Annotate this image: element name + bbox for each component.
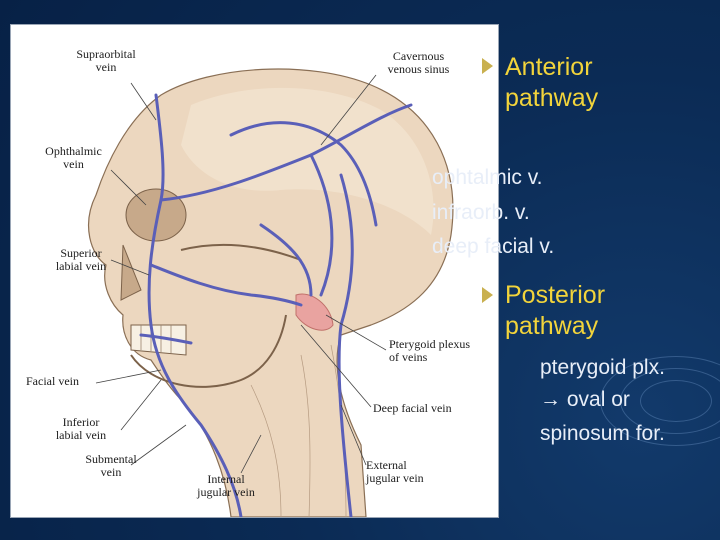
label-submental-vein: Submental vein xyxy=(85,452,137,479)
label-superior-labial-vein: Superior labial vein xyxy=(55,246,107,273)
label-inferior-labial-vein: Inferior labial vein xyxy=(55,415,107,442)
skull-vein-illustration: Supraorbital vein Cavernous venous sinus… xyxy=(10,24,499,518)
skull-drawing xyxy=(88,68,454,517)
label-ophthalmic-vein: Ophthalmic vein xyxy=(45,144,102,171)
label-facial-vein: Facial vein xyxy=(26,374,79,388)
label-pterygoid-plexus: Pterygoid plexus of veins xyxy=(389,337,470,364)
label-external-jugular-vein: External jugular vein xyxy=(366,458,424,485)
label-cavernous-sinus: Cavernous venous sinus xyxy=(387,49,450,76)
label-internal-jugular-vein: Internal jugular vein xyxy=(197,472,255,499)
anterior-item-2: infraorb. v. xyxy=(432,201,530,224)
posterior-item-1: pterygoid plx. xyxy=(540,356,665,379)
anterior-item-1: ophtalmic v. xyxy=(432,166,543,189)
label-deep-facial-vein: Deep facial vein xyxy=(373,401,452,415)
posterior-item-3: spinosum for. xyxy=(540,422,665,445)
anterior-bullet-icon xyxy=(482,58,493,74)
posterior-pathway-heading: Posterior pathway xyxy=(505,281,606,340)
anterior-pathway-heading: Anterior pathway xyxy=(505,53,599,112)
label-supraorbital-vein: Supraorbital vein xyxy=(76,47,136,74)
anterior-item-3: deep facial v. xyxy=(432,235,555,258)
posterior-item-2: → oval or xyxy=(540,388,630,411)
posterior-bullet-icon xyxy=(482,287,493,303)
